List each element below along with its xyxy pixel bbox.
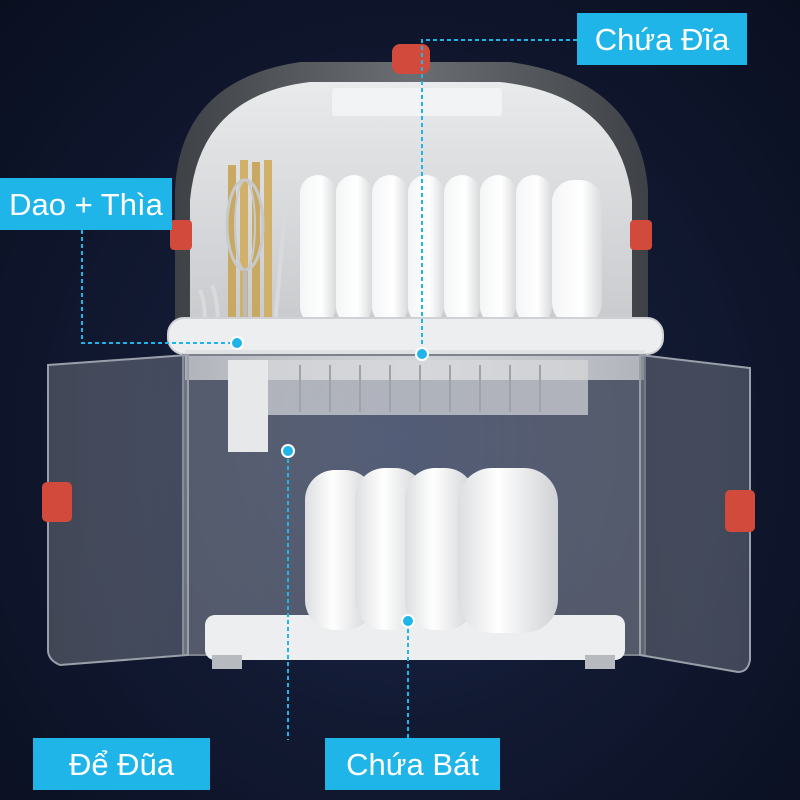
left-door <box>42 353 189 667</box>
right-door <box>639 353 755 674</box>
plates-callout-label: Chứa Đĩa <box>577 13 747 65</box>
chopsticks-callout-label: Để Đũa <box>33 738 210 790</box>
lid-handle <box>392 44 430 74</box>
callout-leaders <box>81 39 577 740</box>
plates <box>300 175 602 325</box>
bowls <box>305 468 558 633</box>
bowls-callout-label: Chứa Bát <box>325 738 500 790</box>
utensils <box>198 160 287 326</box>
callout-dots <box>230 336 429 628</box>
knife-spoon-callout-label: Dao + Thìa <box>0 178 172 230</box>
